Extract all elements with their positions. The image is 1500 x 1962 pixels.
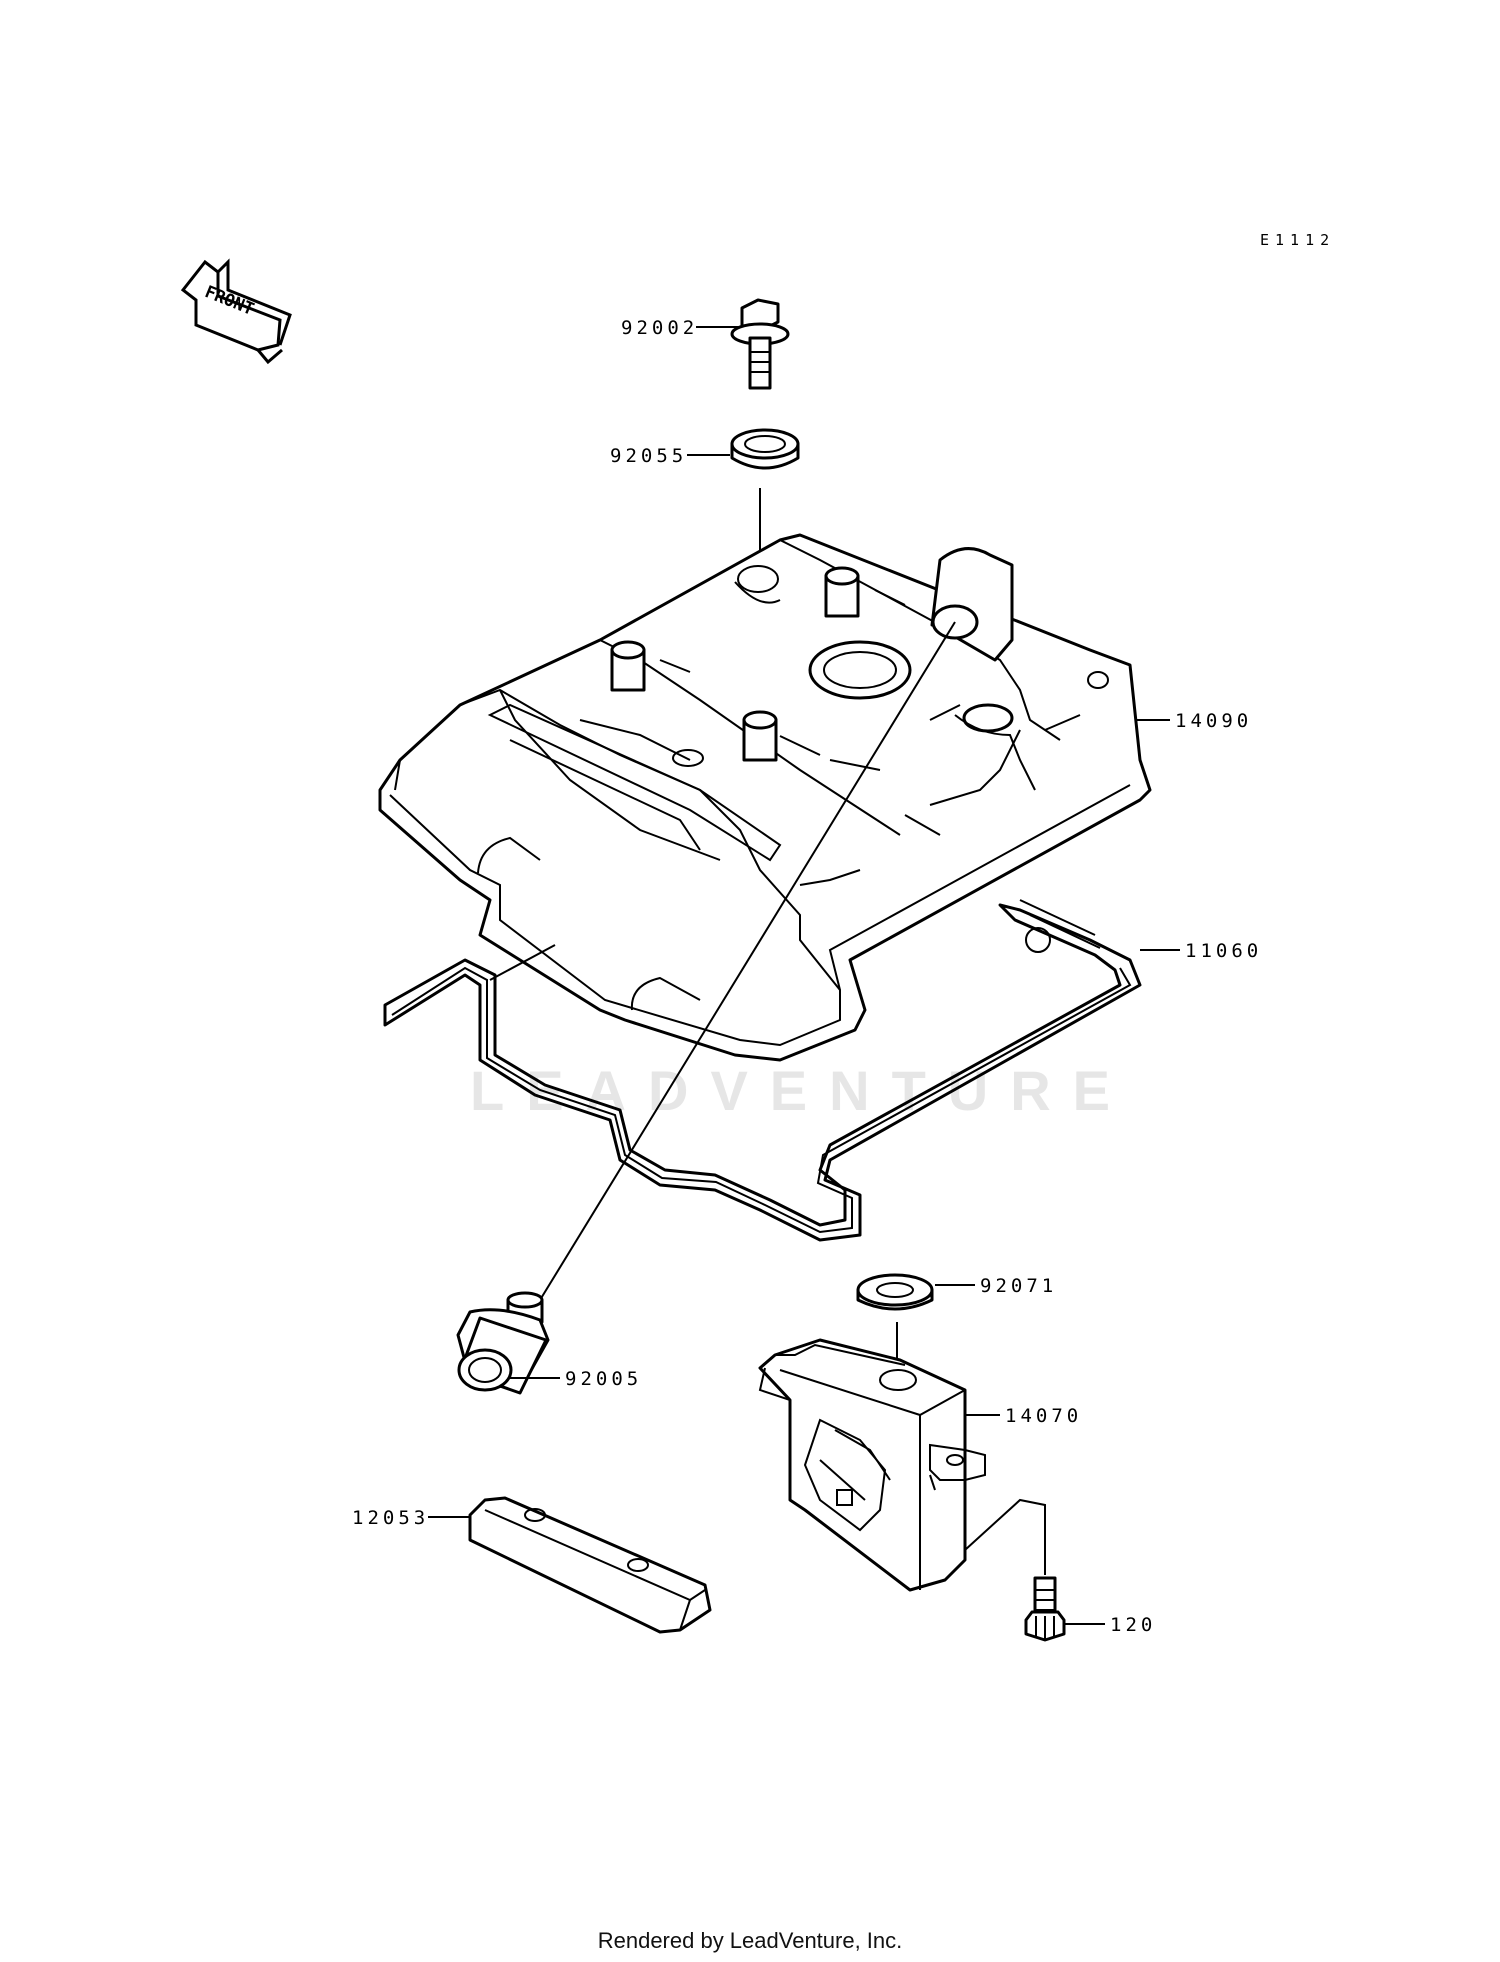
callout-14090: 14090 — [1175, 710, 1252, 732]
callout-92055: 92055 — [610, 445, 687, 467]
gasket-11060 — [383, 899, 1142, 1242]
sleeve-92005 — [456, 621, 956, 1395]
callout-11060: 11060 — [1185, 940, 1262, 962]
callout-leaders — [428, 326, 1180, 1625]
washer-92055 — [730, 428, 800, 560]
callout-92002: 92002 — [621, 317, 698, 339]
diagram-code: E1112 — [1260, 231, 1335, 249]
bracket-14070 — [758, 1338, 986, 1592]
front-arrow-icon: FRONT — [180, 258, 292, 365]
callout-92071: 92071 — [980, 1275, 1057, 1297]
washer-92071 — [856, 1273, 934, 1380]
cylinder-head-cover-14090 — [378, 533, 1152, 1062]
watermark: LEADVENTURE — [470, 840, 1132, 1122]
bolt-120 — [964, 1498, 1066, 1642]
watermark-text: LEADVENTURE — [470, 1059, 1132, 1122]
footer-credit: Rendered by LeadVenture, Inc. — [597, 1928, 903, 1953]
callout-12053: 12053 — [352, 1507, 429, 1529]
callout-92005: 92005 — [565, 1368, 642, 1390]
pad-12053 — [468, 1496, 712, 1634]
callout-14070: 14070 — [1005, 1405, 1082, 1427]
bolt-92002 — [730, 298, 790, 390]
callout-120: 120 — [1110, 1614, 1156, 1636]
